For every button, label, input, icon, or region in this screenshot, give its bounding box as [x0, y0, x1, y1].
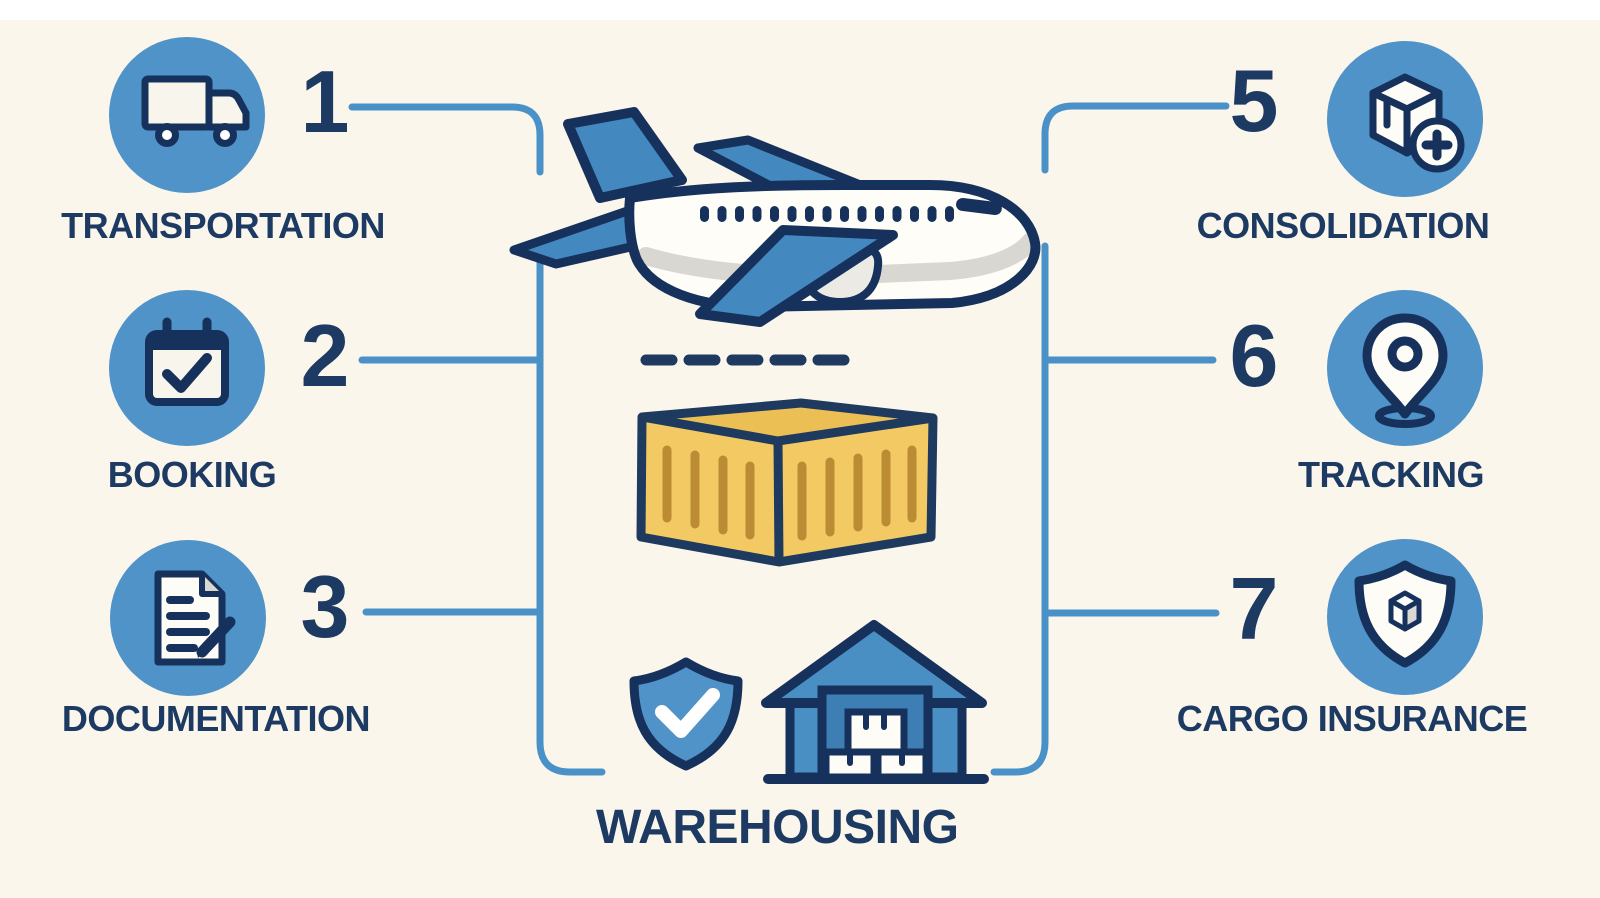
warehousing-label: WAREHOUSING: [596, 801, 959, 854]
airplane-illustration: [509, 107, 1041, 327]
box-add-icon: [1369, 73, 1465, 173]
warehouse-illustration: [761, 620, 989, 784]
step-label: DOCUMENTATION: [61, 698, 371, 739]
step-number: 7: [1229, 559, 1279, 658]
step-icon-circle-transportation: [109, 37, 265, 193]
step-label: TRANSPORTATION: [61, 205, 385, 246]
warehouse-box-flaps: [847, 709, 905, 766]
top-white-strip: [0, 0, 1600, 20]
container-ribs: [662, 445, 917, 541]
shield-check-illustration: [629, 657, 743, 771]
step-icon-circle-booking: [109, 290, 265, 446]
plane-main-wing: [695, 225, 898, 327]
step-icon-circle-consolidation: [1327, 41, 1483, 197]
step-icon-circle-cargo-insurance: [1327, 539, 1483, 695]
step-icon-circle-tracking: [1327, 290, 1483, 446]
step-label: BOOKING: [107, 454, 277, 495]
step-number: 5: [1229, 51, 1279, 150]
calendar-check-icon: [145, 317, 229, 406]
step-number: 1: [300, 52, 350, 151]
plane-fuselage-outline: [624, 180, 1041, 312]
step-label: TRACKING: [1298, 454, 1484, 495]
plane-windows: [700, 206, 954, 222]
plane-tail-fin: [563, 107, 687, 203]
container-outline: [636, 398, 938, 567]
step-label: CONSOLIDATION: [1196, 205, 1490, 246]
location-pin-icon: [1362, 313, 1448, 428]
document-pencil-icon: [154, 570, 236, 666]
checkmark-icon: [655, 688, 720, 738]
step-number: 2: [300, 306, 350, 405]
shield-package-icon: [1354, 560, 1456, 668]
step-number: 3: [300, 557, 350, 656]
connector-lines: [348, 102, 1230, 776]
cargo-container-illustration: [636, 398, 938, 567]
truck-icon: [141, 75, 250, 147]
step-number: 6: [1229, 306, 1279, 405]
step-label: CARGO INSURANCE: [1176, 698, 1528, 739]
plane-cockpit-window: [956, 197, 1002, 216]
step-icon-circle-documentation: [110, 540, 266, 696]
